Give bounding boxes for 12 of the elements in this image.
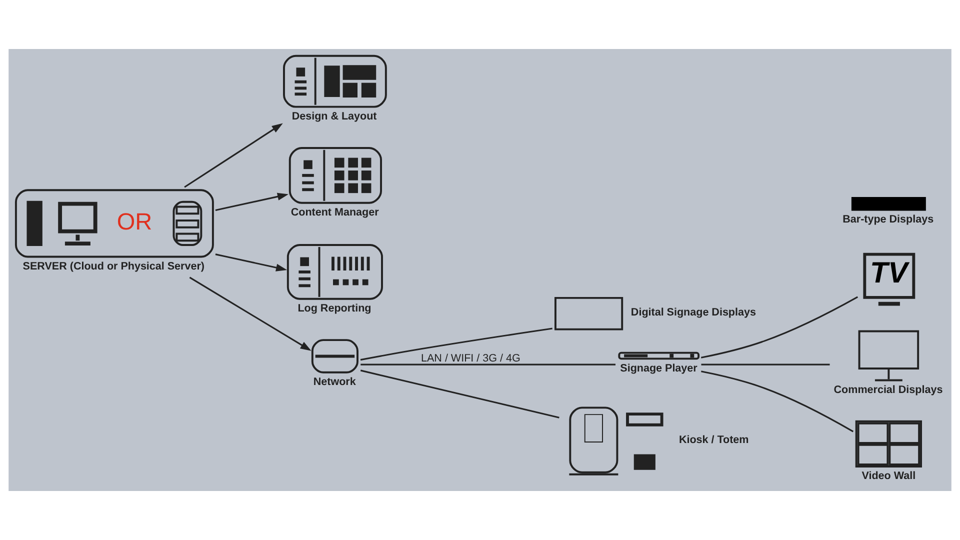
node-label: Design & Layout [292,110,377,122]
node-label: Video Wall [862,470,916,482]
node-label: Bar-type Displays [842,213,934,226]
node-label: Commercial Displays [834,384,943,396]
node-label: Content Manager [290,206,379,218]
node-label: Network [313,376,356,388]
node-label: Signage Player [620,362,698,374]
node-label: Kiosk / Totem [678,434,749,446]
node-label: Log Reporting [298,302,372,314]
node-label: Digital Signage Displays [630,306,756,318]
edge-label: LAN / WIFI / 3G / 4G [421,352,520,364]
node-label: SERVER (Cloud or Physical Server) [22,260,204,272]
